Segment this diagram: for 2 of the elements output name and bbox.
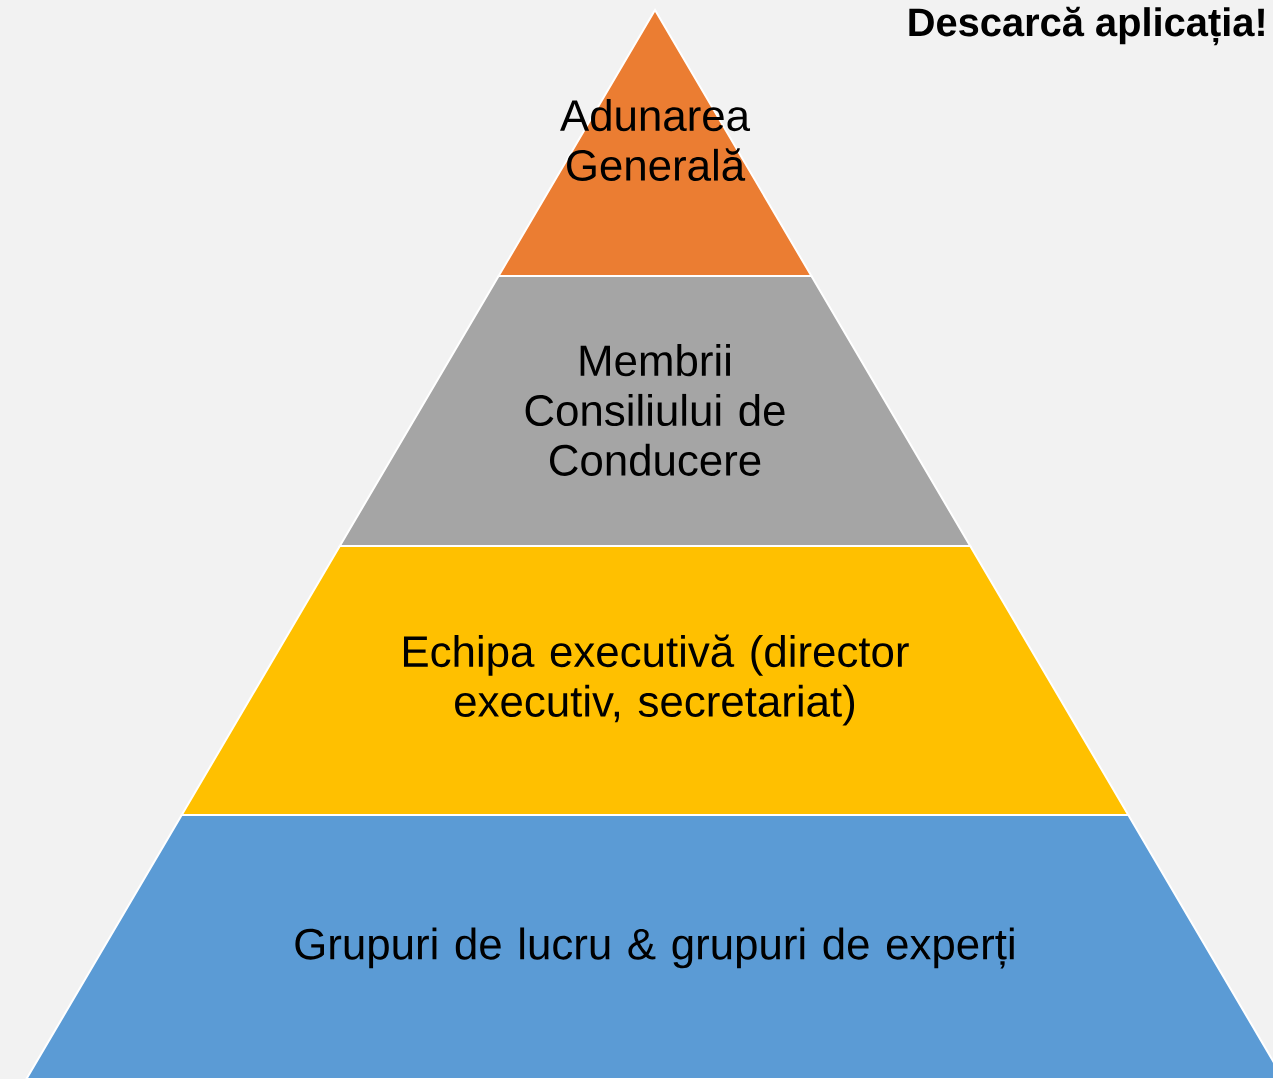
heading: Descarcă aplicația! bbox=[909, 6, 1264, 46]
pyramid-band: Membrii Consiliului de Conducere bbox=[338, 275, 972, 547]
